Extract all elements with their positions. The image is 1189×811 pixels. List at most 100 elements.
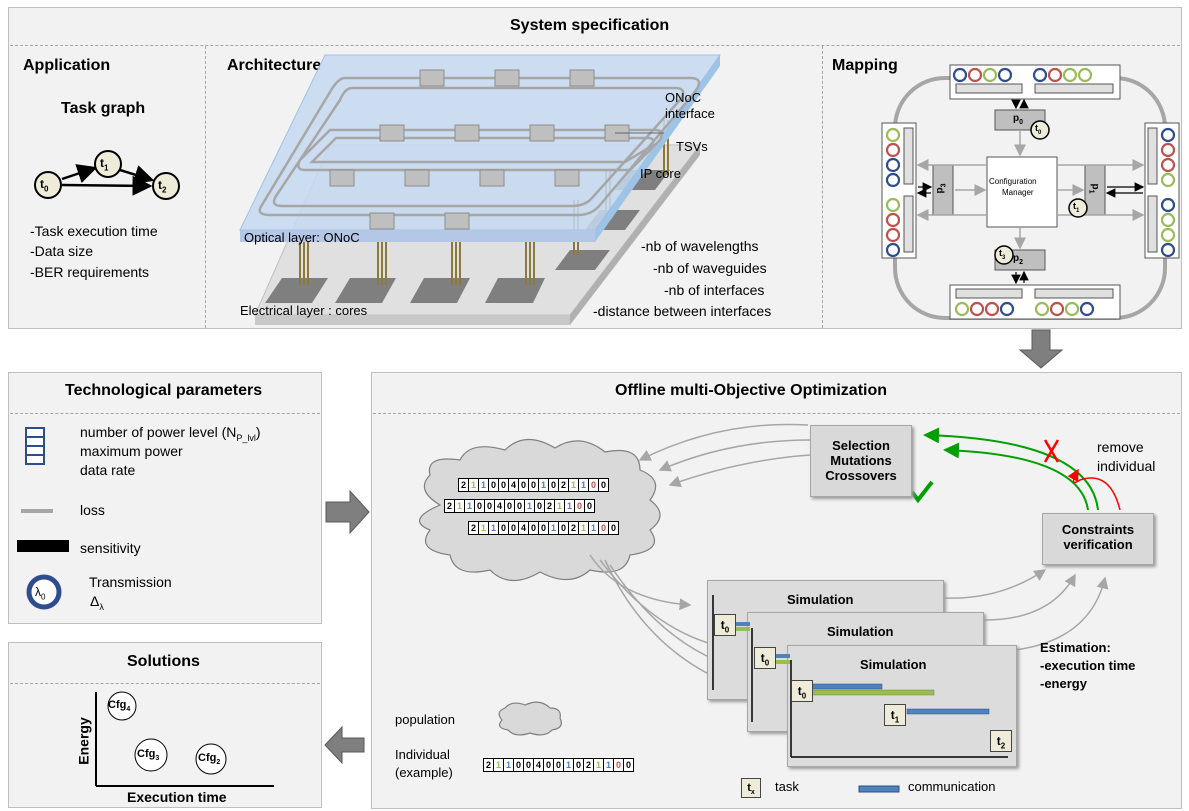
exec-time-axis-label: Execution time <box>127 789 227 805</box>
gene-cell: 2 <box>485 760 491 770</box>
gene-cell: 4 <box>508 479 518 491</box>
divider <box>373 413 1180 414</box>
gene-cell: 0 <box>513 759 523 771</box>
gene-cell: 1 <box>524 500 534 512</box>
gene-cell: 0 <box>538 522 548 534</box>
gene-cell: 0 <box>514 500 524 512</box>
gene-cell: 4 <box>494 500 504 512</box>
gene-cell: 0 <box>558 522 568 534</box>
divider <box>205 46 206 328</box>
mapping-title: Mapping <box>832 57 898 74</box>
app-bullet: -Task execution time <box>30 223 158 239</box>
sim-task-t1: t1 <box>884 704 906 726</box>
gene-cell: 2 <box>583 759 593 771</box>
power-level-label: number of power level (NP_lvl) <box>80 424 261 443</box>
gene-cell: 0 <box>488 479 498 491</box>
architecture-title: Architecture <box>227 57 322 74</box>
config-cfg4: Cfg4 <box>108 699 131 714</box>
sim-task-t0: t0 <box>714 614 736 636</box>
gene-cell: 0 <box>523 759 533 771</box>
electrical-layer-label: Electrical layer : cores <box>240 303 368 318</box>
gene-cell: 0 <box>613 759 623 771</box>
gene-cell: 2 <box>470 523 476 533</box>
system-spec-panel <box>8 7 1182 329</box>
energy-axis-label: Energy <box>75 717 92 765</box>
gene-cell: 0 <box>598 522 608 534</box>
task-graph-title: Task graph <box>61 100 146 117</box>
gene-cell: 0 <box>543 759 553 771</box>
simulation-title: Simulation <box>860 657 927 672</box>
map-task-t3: t3 <box>999 248 1006 261</box>
sim-task-t2: t2 <box>990 730 1012 752</box>
proc-p1: p1 <box>1087 183 1101 194</box>
onoc-interface-label: interface <box>665 106 715 121</box>
gene-cell: 1 <box>568 479 578 491</box>
gene-cell: 0 <box>608 522 618 534</box>
proc-p3: p3 <box>934 183 948 194</box>
config-cfg2: Cfg2 <box>198 752 221 767</box>
config-manager-label: Configuration <box>989 177 1037 186</box>
gene-cell: 0 <box>498 522 508 534</box>
optical-layer-label: Optical layer: ONoC <box>244 230 360 245</box>
mutations-label: Mutations <box>830 453 892 468</box>
selection-box: Selection Mutations Crossovers <box>810 425 912 497</box>
gene-cell: 1 <box>578 522 588 534</box>
gene-cell: 2 <box>544 500 554 512</box>
tech-params-title: Technological parameters <box>65 382 263 399</box>
loss-label: loss <box>80 502 105 518</box>
arch-bullet: -nb of wavelengths <box>641 238 759 254</box>
estimation-label: -energy <box>1040 676 1087 691</box>
gene-cell: 0 <box>574 500 584 512</box>
gene-cell: 1 <box>478 522 488 534</box>
map-task-t0: t0 <box>1035 123 1042 136</box>
proc-p0: p0 <box>1013 113 1024 126</box>
solutions-title: Solutions <box>127 653 200 670</box>
legend-population: population <box>395 712 455 727</box>
gene-cell: 0 <box>498 479 508 491</box>
gene-cell: 1 <box>548 522 558 534</box>
divider <box>10 683 320 684</box>
legend-individual: Individual <box>395 747 450 762</box>
gene-cell: 1 <box>563 759 573 771</box>
gene-cell: 0 <box>528 479 538 491</box>
gene-cell: 0 <box>623 759 633 771</box>
gene-cell: 1 <box>578 479 588 491</box>
gene-cell: 0 <box>518 479 528 491</box>
divider <box>10 413 320 414</box>
arch-bullet: -nb of waveguides <box>653 260 767 276</box>
gene-cell: 0 <box>534 500 544 512</box>
tsvs-label: TSVs <box>676 139 708 154</box>
gene-cell: 1 <box>603 759 613 771</box>
gene-cell: 0 <box>508 522 518 534</box>
arch-bullet: -distance between interfaces <box>593 303 772 319</box>
gene-cell: 1 <box>593 759 603 771</box>
transmission-label: Transmission <box>89 574 172 590</box>
gene-cell: 1 <box>488 522 498 534</box>
task-t0: t0 <box>40 177 49 194</box>
simulation-title: Simulation <box>787 592 854 607</box>
sensitivity-label: sensitivity <box>80 540 141 556</box>
gene-cell: 0 <box>588 479 598 491</box>
gene-cell: 2 <box>460 480 466 490</box>
arch-bullet: -nb of interfaces <box>664 282 765 298</box>
remove-label: remove <box>1097 439 1144 455</box>
gene-cell: 1 <box>493 759 503 771</box>
task-t1: t1 <box>100 156 109 173</box>
verification-label: verification <box>1063 537 1133 552</box>
map-task-t1: t1 <box>1073 201 1080 214</box>
estimation-label: Estimation: <box>1040 640 1111 655</box>
legend-communication: communication <box>908 779 996 794</box>
optimization-title: Offline multi-Objective Optimization <box>615 382 888 399</box>
selection-label: Selection <box>832 438 890 453</box>
legend-task-icon: tx <box>741 778 761 798</box>
gene-cell: 0 <box>598 479 608 491</box>
gene-cell: 0 <box>504 500 514 512</box>
sim-task-t0: t0 <box>754 647 776 669</box>
ip-core-label: IP core <box>640 166 681 181</box>
gene-cell: 1 <box>464 500 474 512</box>
system-spec-title: System specification <box>510 17 670 34</box>
delta-lambda-label: Δλ <box>90 593 104 612</box>
